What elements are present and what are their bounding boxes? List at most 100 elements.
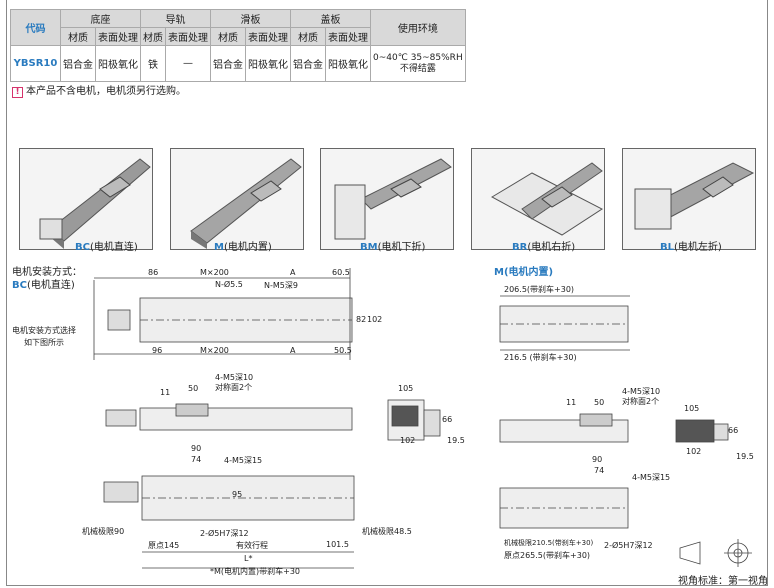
env-value: 0~40℃ 35~85%RH 不得结露 (370, 45, 466, 82)
dim-82: 82 (356, 315, 367, 324)
caption-bc: BC(电机直连) (75, 238, 138, 253)
caption-bm: BM(电机下折) (360, 238, 425, 253)
dim-95: 95 (232, 490, 243, 499)
foot-note: *M(电机内置)带刹车+30 (210, 567, 301, 576)
dim-2-phi: 2-Ø5H7深12 (200, 529, 249, 538)
r-origin: 原点265.5(带刹车+30) (504, 551, 591, 560)
base-surface: 阳极氧化 (95, 45, 141, 82)
actuator-bl-icon (634, 162, 755, 230)
dim-86: 86 (148, 268, 159, 277)
dim-206-5: 206.5(带刹车+30) (504, 285, 575, 294)
mount-name: (电机直连) (26, 280, 75, 291)
r-dim-105: 105 (684, 404, 700, 413)
r-dim-90: 90 (592, 455, 603, 464)
spec-table: 代码 底座 导轨 滑板 盖板 使用环境 材质 表面处理 材质 表面处理 材质 表… (10, 9, 466, 82)
caption-br: BR(电机右折) (512, 238, 575, 253)
dim-19-5: 19.5 (447, 436, 465, 445)
stroke: 有效行程 (236, 541, 268, 550)
right-title: M(电机内置) (494, 263, 553, 278)
limit-left: 机械极限90 (82, 527, 125, 536)
limit-right: 机械极限48.5 (362, 527, 412, 536)
env-header: 使用环境 (370, 9, 466, 46)
slider-surface: 阳极氧化 (245, 45, 291, 82)
r-dim-11: 11 (566, 398, 577, 407)
r-dim-2-phi: 2-Ø5H7深12 (604, 541, 653, 550)
dim-l: L* (244, 554, 253, 563)
dim-4m5-a2: 对称面2个 (215, 383, 253, 392)
caption-bc-code: BC (75, 242, 90, 253)
photo-bc (19, 148, 153, 250)
caption-bl-code: BL (660, 242, 674, 253)
dim-mx200-b: M×200 (200, 346, 229, 355)
caption-m: M(电机内置) (214, 238, 272, 253)
view-standard: 视角标准：第一视角 (678, 576, 768, 587)
code-header: 代码 (10, 9, 61, 46)
mount-code: BC (12, 280, 27, 291)
select-line2: 如下图所示 (24, 338, 64, 347)
warning-icon: ! (12, 87, 23, 98)
r-dim-50: 50 (594, 398, 605, 407)
actuator-bc-icon (39, 158, 151, 249)
dim-a-b: A (290, 346, 296, 355)
base-surface-header: 表面处理 (95, 27, 141, 46)
dim-4m5-a: 4-M5深10 (215, 373, 254, 382)
caption-m-code: M (214, 242, 224, 253)
dim-60-5: 60.5 (332, 268, 350, 277)
r-dim-102: 102 (686, 447, 702, 456)
caption-br-label: (电机右折) (527, 242, 576, 253)
photo-m (170, 148, 304, 250)
right-title-text: M(电机内置) (494, 267, 554, 278)
cover-surface-header: 表面处理 (325, 27, 371, 46)
caption-bc-label: (电机直连) (89, 242, 138, 253)
slider-material: 铝合金 (210, 45, 246, 82)
dim-105: 105 (398, 384, 414, 393)
env-line2: 不得结露 (399, 63, 436, 74)
r-dim-66: 66 (728, 426, 739, 435)
rail-surface-header: 表面处理 (165, 27, 211, 46)
actuator-m-icon (190, 158, 302, 249)
r-dim-4m5-a2: 对称面2个 (622, 397, 660, 406)
r-dim-4m5-b: 4-M5深15 (632, 473, 671, 482)
cover-surface: 阳极氧化 (325, 45, 371, 82)
dim-66: 66 (442, 415, 453, 424)
dim-74: 74 (191, 455, 202, 464)
mount-code-line: BC(电机直连) (12, 276, 75, 291)
r-dim-4m5-a: 4-M5深10 (622, 387, 661, 396)
dim-4m5-b: 4-M5深15 (224, 456, 263, 465)
dim-96: 96 (152, 346, 163, 355)
env-line1: 0~40℃ 35~85%RH (373, 52, 463, 63)
r-dim-74: 74 (594, 466, 605, 475)
rail-header: 导轨 (140, 9, 211, 28)
dim-n-m5: N-M5深9 (264, 281, 298, 290)
note-text: 本产品不含电机，电机须另行选购。 (26, 86, 186, 97)
r-limit: 机械极限210.5(带刹车+30) (504, 539, 594, 547)
dim-50-5: 50.5 (334, 346, 352, 355)
dim-a: A (290, 268, 296, 277)
dim-11: 11 (160, 388, 171, 397)
rail-material-header: 材质 (140, 27, 166, 46)
dim-102-v: 102 (367, 315, 383, 324)
base-material: 铝合金 (60, 45, 96, 82)
photo-br (471, 148, 605, 250)
caption-m-label: (电机内置) (223, 242, 272, 253)
caption-bm-label: (电机下折) (377, 242, 426, 253)
dim-216-5: 216.5 (带刹车+30) (504, 353, 577, 362)
dim-90: 90 (191, 444, 202, 453)
page-frame (6, 0, 768, 586)
r-dim-19-5: 19.5 (736, 452, 754, 461)
caption-bl-label: (电机左折) (674, 242, 722, 253)
origin-145: 原点145 (148, 541, 180, 550)
actuator-br-icon (490, 162, 603, 236)
caption-bm-code: BM (360, 242, 378, 253)
dim-mx200: M×200 (200, 268, 229, 277)
dim-101-5: 101.5 (326, 540, 349, 549)
dim-n-phi55: N-Ø5.5 (215, 280, 243, 289)
caption-br-code: BR (512, 242, 528, 253)
dim-102: 102 (400, 436, 416, 445)
note: !本产品不含电机，电机须另行选购。 (12, 82, 186, 98)
slider-material-header: 材质 (210, 27, 246, 46)
caption-bl: BL(电机左折) (660, 238, 722, 253)
actuator-bm-icon (334, 158, 452, 240)
dim-50: 50 (188, 384, 199, 393)
